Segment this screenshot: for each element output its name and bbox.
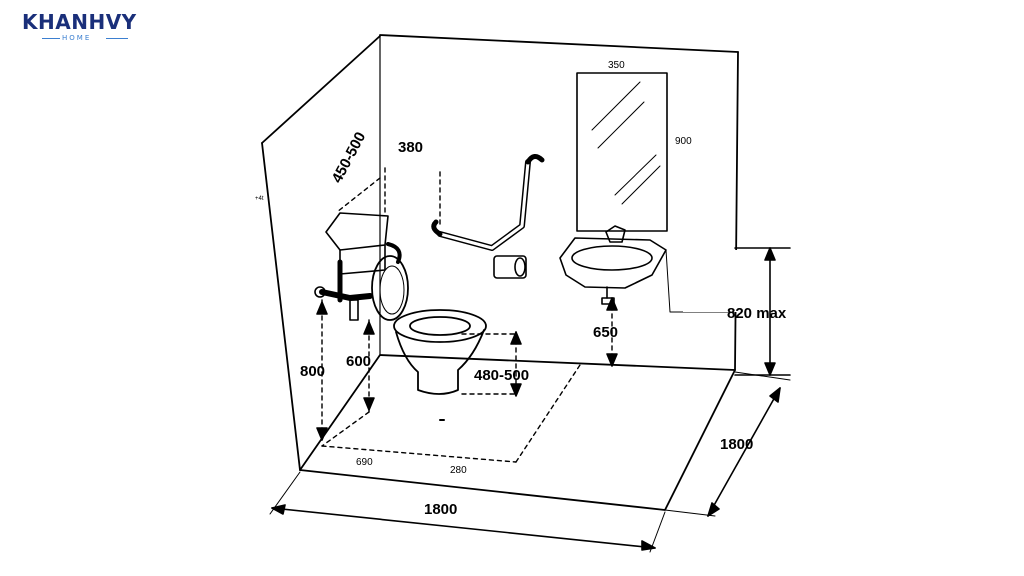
left-wall-front-edge [261,142,301,471]
label-basin-max: 820 max [727,305,787,322]
brand-logo: KHANHVY HOME [22,10,154,44]
dimension-arrows [269,247,791,553]
arrowhead-600-bottom [363,397,375,411]
brand-name: KHANHVY [22,10,137,34]
logo-rule-right [106,38,128,39]
guide-floor-front [321,445,517,463]
arrowhead-width-right [641,540,656,551]
ext-depth-bottom [664,509,716,517]
arrowhead-clearance-top [510,331,522,345]
arrowhead-820-bottom [764,362,776,376]
label-rail-offset: 380 [398,139,423,156]
toilet-bowl-opening [409,316,471,336]
label-mirror-height: 900 [675,136,692,147]
label-seat-height: 600 [346,353,371,370]
toilet-cistern [314,212,402,321]
toilet-pedestal [395,329,485,395]
label-room-width: 1800 [424,501,457,518]
ext-depth-top [734,371,791,381]
arrowhead-600-top [363,321,375,335]
grab-bar-outer [437,159,531,251]
dimension-guides [321,167,613,463]
mirror-frame [576,72,668,232]
grab-bar-end [431,219,443,237]
label-floor-front: 690 [356,457,373,468]
label-wc-clearance: 480-500 [474,367,529,384]
mirror [576,72,668,232]
guide-floor-side [515,364,581,463]
room-walls [261,34,739,511]
grab-bar-top-hook [525,154,545,165]
brand-tagline: HOME [62,34,92,42]
mirror-glare-4 [621,165,661,205]
dimension-labels: 450-500 380 350 900 820 max 650 800 600 … [255,60,787,518]
toilet-lid [371,255,409,321]
label-room-depth: 1800 [720,436,753,453]
toilet-lid-inner [379,265,405,315]
toilet-seat [393,309,487,343]
ext-width-right [649,511,666,553]
arrowhead-800-bottom [316,427,328,441]
basin-tap [605,225,626,243]
arrowhead-width-left [271,504,286,515]
guide-rail-450 [336,177,381,213]
basin-bowl [571,245,653,271]
right-wall-edge [734,51,739,371]
arrowhead-650-bottom [606,353,618,367]
guide-seat-floor [321,411,370,447]
label-rail-height: 450-500 [329,129,370,186]
label-mirror-width: 350 [608,60,625,71]
arrow-line-depth [707,387,781,517]
cistern-pipe [349,299,359,321]
label-floor-side: 280 [450,465,467,476]
arrowhead-800-top [316,301,328,315]
roll-holder-box [493,255,527,279]
arrow-line-width [271,507,656,549]
floor-outline [299,354,736,511]
side-rail-bracket [314,286,326,298]
arrowhead-820-top [764,247,776,261]
mirror-glare-2 [597,101,645,149]
label-basin-height: 650 [593,324,618,341]
side-rail [319,289,373,301]
label-side-mark: +4t [255,196,264,202]
arrowhead-depth-top [769,387,781,403]
toilet [371,255,487,421]
arrowhead-clearance-bottom [510,383,522,397]
arrowhead-650-top [606,297,618,311]
cistern-box [325,212,389,251]
label-rail-floor: 800 [300,363,325,380]
label-backdrop [683,250,745,312]
basin-body [559,237,667,289]
mirror-glare-1 [591,81,641,131]
toilet-roll-holder [493,255,527,279]
roll-holder-roll [514,257,526,277]
mirror-glare-3 [614,154,657,196]
grab-bar-wall [437,159,531,251]
arrowhead-depth-bottom [707,502,720,517]
logo-rule-left [42,38,60,39]
